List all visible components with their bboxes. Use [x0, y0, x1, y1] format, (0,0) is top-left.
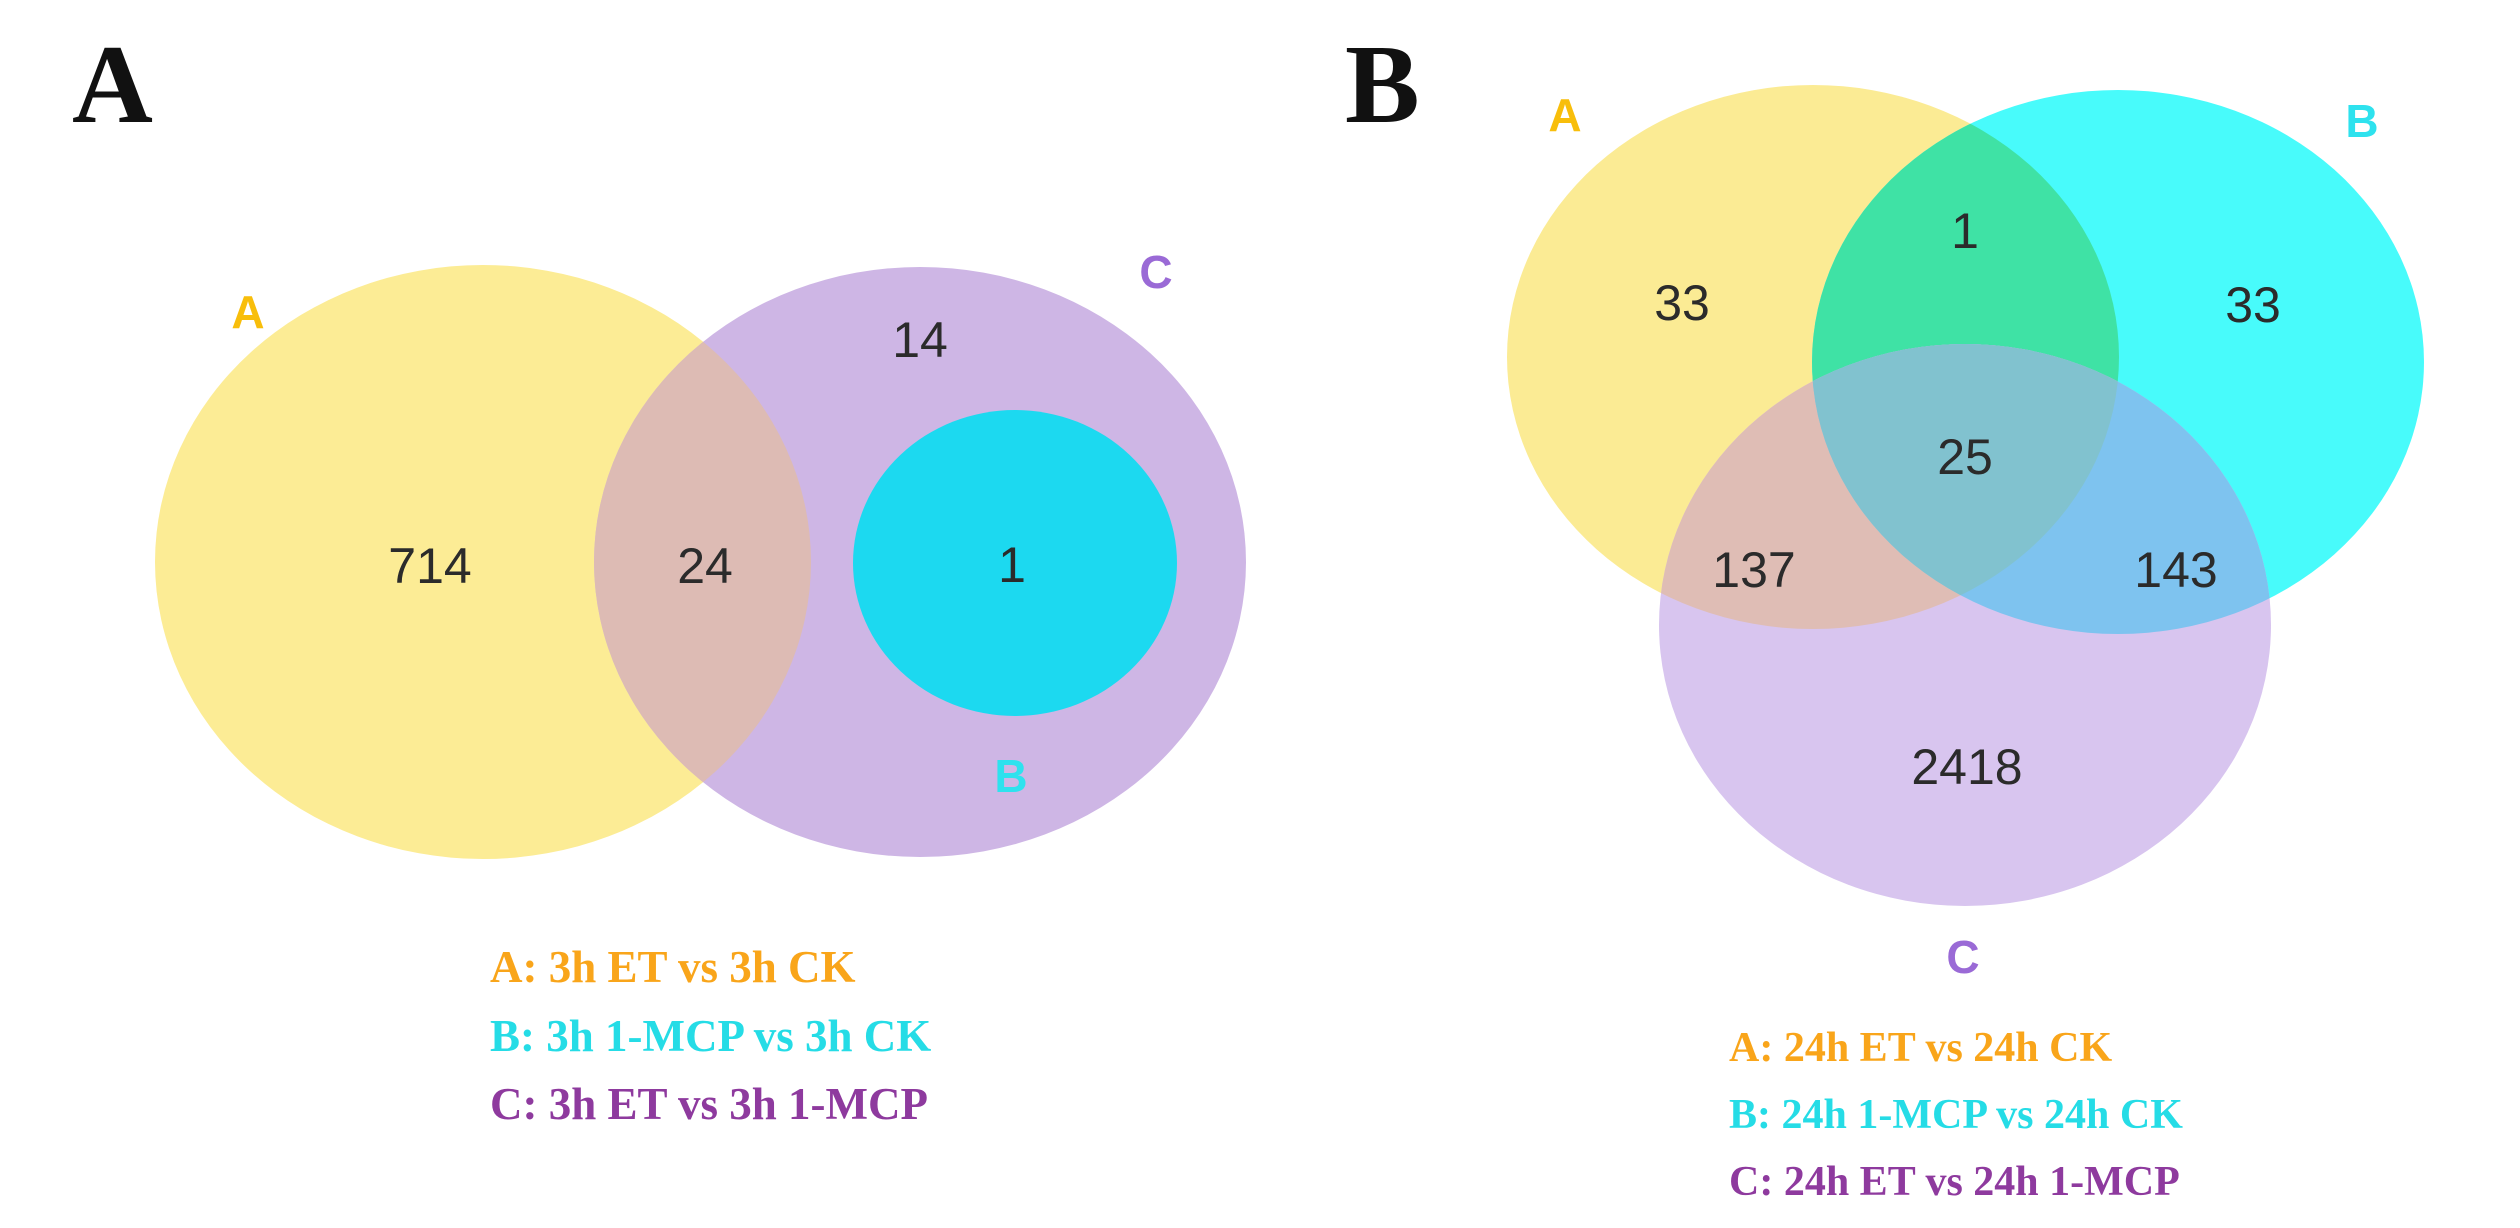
panel-a-set-a-label: A: [231, 286, 264, 338]
panel-a-set-c-label: C: [1139, 246, 1172, 298]
panel-b-legend-set-b: B: 24h 1-MCP vs 24h CK: [1729, 1092, 2183, 1138]
panel-b-count-a-b-c: 25: [1937, 429, 1993, 485]
panel-b-legend-set-c: C: 24h ET vs 24h 1-MCP: [1729, 1159, 2180, 1205]
panel-a-overlap-a-c: [594, 267, 811, 857]
panel-a-count-a-only: 714: [388, 538, 471, 594]
panel-a-count-c-only: 14: [892, 312, 948, 368]
panel-b-legend: A: 24h ET vs 24h CK B: 24h 1-MCP vs 24h …: [1729, 1025, 2183, 1205]
panel-b: B A B C 33 1 33 25 137 143 2418: [1345, 23, 2424, 1205]
panel-b-count-b-and-c: 143: [2134, 542, 2217, 598]
panel-a: A A C B 714 24 14 1 A: 3h ET vs 3h CK B:…: [72, 23, 1246, 1129]
panel-a-legend: A: 3h ET vs 3h CK B: 3h 1-MCP vs 3h CK C…: [490, 942, 931, 1129]
panel-b-set-c-label: C: [1946, 931, 1979, 983]
panel-a-count-a-and-c: 24: [677, 538, 733, 594]
panel-a-legend-set-a: A: 3h ET vs 3h CK: [490, 942, 856, 992]
panel-a-set-b-label: B: [994, 750, 1027, 802]
panel-b-count-b-only: 33: [2225, 277, 2281, 333]
panel-b-count-a-and-b: 1: [1951, 203, 1979, 259]
panel-a-set-b-circle: [853, 410, 1177, 716]
panel-b-legend-set-a: A: 24h ET vs 24h CK: [1729, 1025, 2112, 1071]
panel-b-count-c-only: 2418: [1911, 739, 2022, 795]
panel-b-count-a-only: 33: [1654, 275, 1710, 331]
panel-a-count-b-within-c: 1: [998, 537, 1026, 593]
panel-a-legend-set-b: B: 3h 1-MCP vs 3h CK: [490, 1011, 931, 1061]
panel-a-legend-set-c: C: 3h ET vs 3h 1-MCP: [490, 1079, 928, 1129]
panel-b-set-a-label: A: [1548, 89, 1581, 141]
panel-a-letter: A: [72, 23, 153, 147]
panel-b-set-b-label: B: [2345, 95, 2378, 147]
panel-b-count-a-and-c: 137: [1712, 542, 1795, 598]
panel-b-letter: B: [1345, 23, 1420, 147]
